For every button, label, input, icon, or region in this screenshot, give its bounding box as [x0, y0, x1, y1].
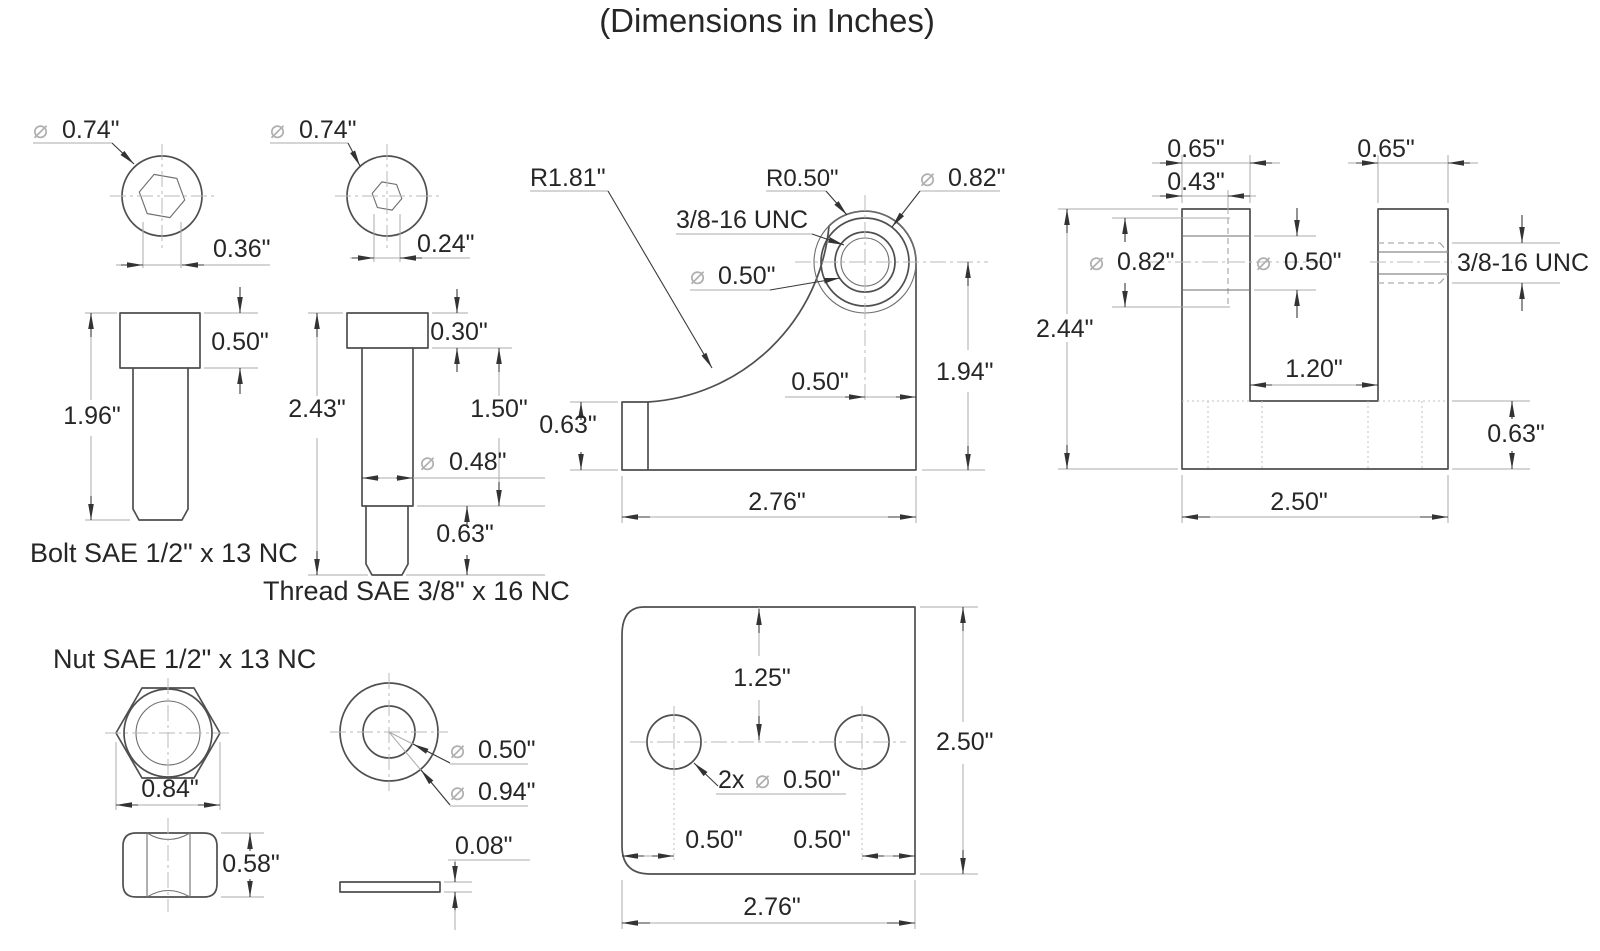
dim-screw-overall-length: 2.43" [288, 395, 346, 423]
bolt-shank-profile [132, 367, 189, 521]
dim-fillet-radius: R1.81" [530, 164, 606, 192]
nut-label: Nut SAE 1/2" x 13 NC [53, 644, 316, 674]
shoulder-screw-side-view: 0.30" 2.43" 1.50" ⌀ 0.48" 0.63" Thread S… [263, 289, 570, 606]
bolt-head-top-view: ⌀ 0.74" 0.36" [33, 116, 271, 268]
nut-side-outline [122, 832, 218, 898]
hex-socket-outline [138, 173, 186, 219]
dim-overall-height: 2.44" [1036, 315, 1094, 343]
dim-bolt-socket-width: 0.36" [213, 235, 271, 263]
dim-plate-width: 2.76" [743, 893, 801, 921]
hex-socket-outline [371, 181, 403, 211]
washer-views: ⌀ 0.50" ⌀ 0.94" 0.08" [330, 673, 536, 930]
phi-symbol: ⌀ [1089, 248, 1104, 276]
phi-symbol: ⌀ [755, 766, 770, 794]
dim-washer-thickness: 0.08" [455, 832, 513, 860]
plate-dimension-lines [621, 606, 978, 929]
u-bracket-dimension-lines [1058, 155, 1560, 523]
dim-washer-inner-dia: 0.50" [478, 736, 536, 764]
shoulder-screw-label: Thread SAE 3/8" x 16 NC [263, 576, 570, 606]
dim-screw-head-height: 0.30" [430, 318, 488, 346]
plate-view: 1.25" 2x ⌀ 0.50" 2.50" 0.50" 0.50" 2.76" [621, 606, 994, 929]
screw-head-circle [346, 155, 428, 237]
dim-left-wall-width: 0.65" [1167, 135, 1225, 163]
phi-symbol: ⌀ [1256, 248, 1271, 276]
washer-dimension-lines [388, 731, 528, 807]
dim-washer-outer-dia: 0.94" [478, 778, 536, 806]
dim-u-thread-spec: 3/8-16 UNC [1457, 249, 1589, 277]
centerlines [630, 706, 906, 778]
nut-side-dimension-lines [221, 832, 264, 898]
bolt-head-profile [119, 312, 201, 369]
nut-views: Nut SAE 1/2" x 13 NC 0.84" 0.58" [53, 644, 316, 912]
dim-base-height: 0.63" [539, 411, 597, 439]
dim-plate-hole-top-offset: 1.25" [733, 664, 791, 692]
dim-u-base-width: 2.50" [1270, 488, 1328, 516]
centerlines [335, 144, 439, 248]
dim-nut-height: 0.58" [222, 850, 280, 878]
bolt-head-circle [121, 155, 203, 237]
dim-slot-width: 1.20" [1285, 355, 1343, 383]
corner-bracket-outline [621, 210, 917, 471]
bolt-label: Bolt SAE 1/2" x 13 NC [30, 538, 298, 568]
washer-side-dimension-lines [444, 859, 530, 930]
screw-head-profile [346, 312, 429, 349]
washer-side-outline [339, 881, 441, 893]
phi-symbol: ⌀ [450, 736, 465, 764]
plate-outline [621, 606, 916, 875]
dim-bolt-head-dia: 0.74" [62, 116, 120, 144]
dim-nut-across-flats: 0.84" [141, 775, 199, 803]
dim-bolt-length: 1.96" [63, 402, 121, 430]
phi-symbol: ⌀ [33, 116, 48, 144]
bolt-side-view: 0.50" 1.96" Bolt SAE 1/2" x 13 NC [30, 287, 298, 568]
dim-plate-left-hole-offset: 0.50" [685, 826, 743, 854]
dim-u-base-height: 0.63" [1487, 420, 1545, 448]
u-bracket-view: 0.65" 0.43" 0.65" ⌀ 0.82" ⌀ 0.50" 3/8-16… [1036, 135, 1589, 523]
phi-symbol: ⌀ [690, 262, 705, 290]
centerlines [110, 144, 214, 248]
bolt-head-dimension-lines [33, 142, 270, 268]
dim-screw-head-dia: 0.74" [299, 116, 357, 144]
bolt-dimension-lines [85, 287, 258, 521]
dim-hole-edge-offset: 0.50" [791, 368, 849, 396]
nut-top-dimension-lines [115, 742, 221, 810]
dim-hole-height: 1.94" [936, 358, 994, 386]
dim-u-hole-dia: 0.50" [1284, 248, 1342, 276]
dim-cbore-depth: 0.43" [1167, 168, 1225, 196]
screw-dimension-lines [308, 289, 545, 576]
dim-hole-dia: 0.50" [718, 262, 776, 290]
dim-bolt-head-height: 0.50" [211, 328, 269, 356]
dim-base-width: 2.76" [748, 488, 806, 516]
centerlines [795, 195, 988, 400]
phi-symbol: ⌀ [270, 116, 285, 144]
shoulder-screw-head-top-view: ⌀ 0.74" 0.24" [270, 116, 475, 262]
phi-symbol: ⌀ [420, 448, 435, 476]
dim-boss-dia: 0.82" [948, 164, 1006, 192]
sheet-title: (Dimensions in Inches) [599, 2, 935, 39]
nut-chamfer-arc [146, 889, 191, 898]
dim-screw-socket-width: 0.24" [417, 230, 475, 258]
dim-boss-radius: R0.50" [766, 165, 839, 192]
dim-plate-hole-count: 2x [718, 766, 745, 794]
centerlines [105, 678, 231, 788]
phi-symbol: ⌀ [450, 778, 465, 806]
dim-plate-height: 2.50" [936, 728, 994, 756]
dim-screw-shoulder-length: 1.50" [470, 395, 528, 423]
screw-thread-profile [365, 505, 409, 576]
screw-head-dimension-lines [270, 142, 470, 262]
screw-shoulder-profile [361, 347, 414, 507]
dim-screw-shoulder-dia: 0.48" [449, 448, 507, 476]
dim-cbore-dia: 0.82" [1117, 248, 1175, 276]
phi-symbol: ⌀ [920, 164, 935, 192]
dim-screw-thread-length: 0.63" [436, 520, 494, 548]
dim-right-wall-width: 0.65" [1357, 135, 1415, 163]
corner-bracket-view: R1.81" 3/8-16 UNC R0.50" ⌀ 0.82" ⌀ 0.50"… [530, 164, 1006, 523]
dim-plate-right-hole-offset: 0.50" [793, 826, 851, 854]
dim-thread-spec: 3/8-16 UNC [676, 206, 808, 234]
corner-bracket-dimension-lines [530, 190, 1000, 523]
dim-plate-hole-dia: 0.50" [783, 766, 841, 794]
